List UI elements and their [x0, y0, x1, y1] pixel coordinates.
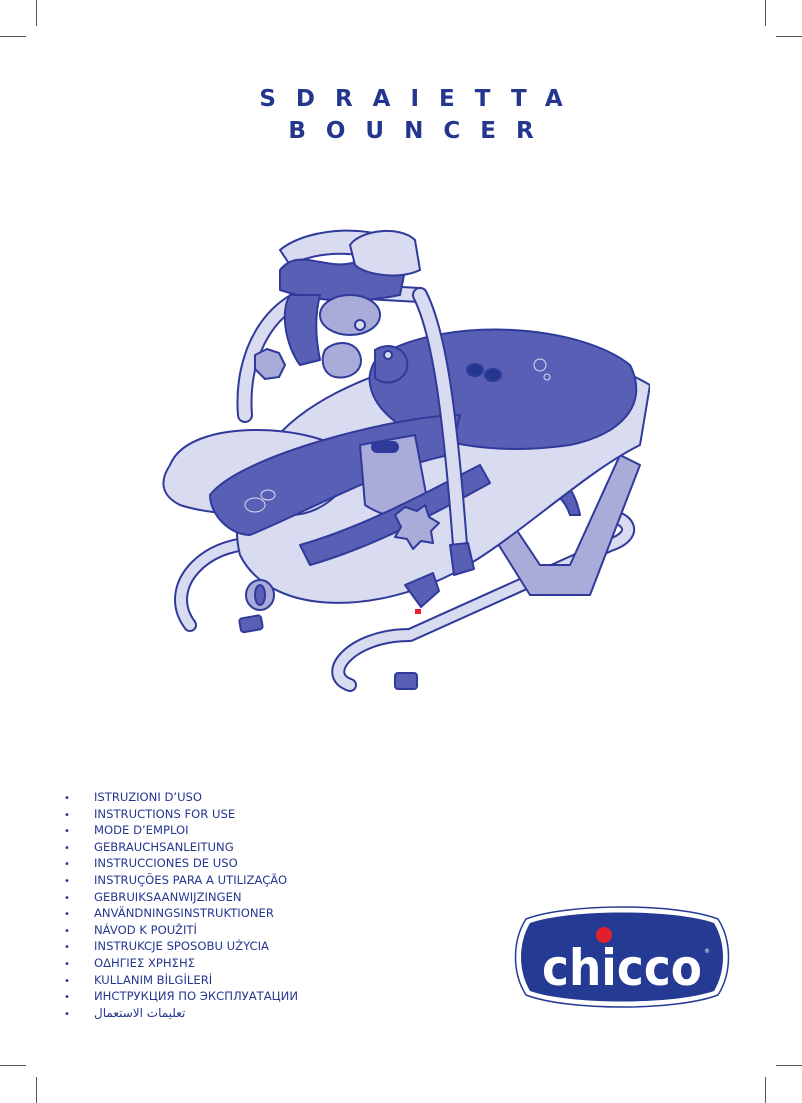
language-item-french: •MODE D’EMPLOI: [64, 823, 189, 838]
crop-mark-top-left-horizontal: [0, 36, 26, 37]
language-item-swedish: •ANVÄNDNINGSINSTRUKTIONER: [64, 906, 274, 921]
crop-mark-bottom-left-horizontal: [0, 1065, 26, 1066]
crop-mark-bottom-left-vertical: [36, 1077, 37, 1103]
product-title-english: BOUNCER: [288, 118, 554, 144]
language-item-greek: •ΟΔΗΓΙΕΣ ΧΡΗΣΗΣ: [64, 955, 196, 970]
crop-mark-top-right-horizontal: [776, 36, 802, 37]
language-item-english: •INSTRUCTIONS FOR USE: [64, 806, 236, 821]
language-item-czech: •NÁVOD K POUŽITÍ: [64, 922, 197, 937]
language-item-dutch: •GEBRUIKSAANWIJZINGEN: [64, 889, 242, 904]
language-item-german: •GEBRAUCHSANLEITUNG: [64, 839, 234, 854]
crop-mark-bottom-right-vertical: [765, 1077, 766, 1103]
registered-mark: ®: [704, 948, 710, 955]
bouncer-illustration: [162, 229, 650, 692]
language-item-spanish: •INSTRUCCIONES DE USO: [64, 856, 238, 871]
language-item-polish: •INSTRUKCJE SPOSOBU UŻYCIA: [64, 939, 269, 954]
crop-mark-top-left-vertical: [36, 0, 37, 26]
language-item-arabic: •تعليمات الاستعمال: [64, 1005, 186, 1020]
brand-wordmark: chicco: [542, 939, 702, 997]
crop-mark-top-right-vertical: [765, 0, 766, 26]
language-item-italian: •ISTRUZIONI D’USO: [64, 790, 203, 804]
chicco-logo: chicco ®: [514, 906, 730, 1008]
language-item-russian: •ИНСТРУКЦИЯ ПО ЭКСПЛУАТАЦИИ: [64, 989, 299, 1004]
crop-mark-bottom-right-horizontal: [776, 1065, 802, 1066]
product-title-italian: SDRAIETTA: [259, 86, 583, 112]
language-list: •ISTRUZIONI D’USO •INSTRUCTIONS FOR USE …: [64, 790, 298, 1022]
language-item-portuguese: •INSTRUÇÕES PARA A UTILIZAÇÃO: [64, 872, 288, 887]
language-item-turkish: •KULLANIM BİLGİLERİ: [64, 972, 213, 987]
